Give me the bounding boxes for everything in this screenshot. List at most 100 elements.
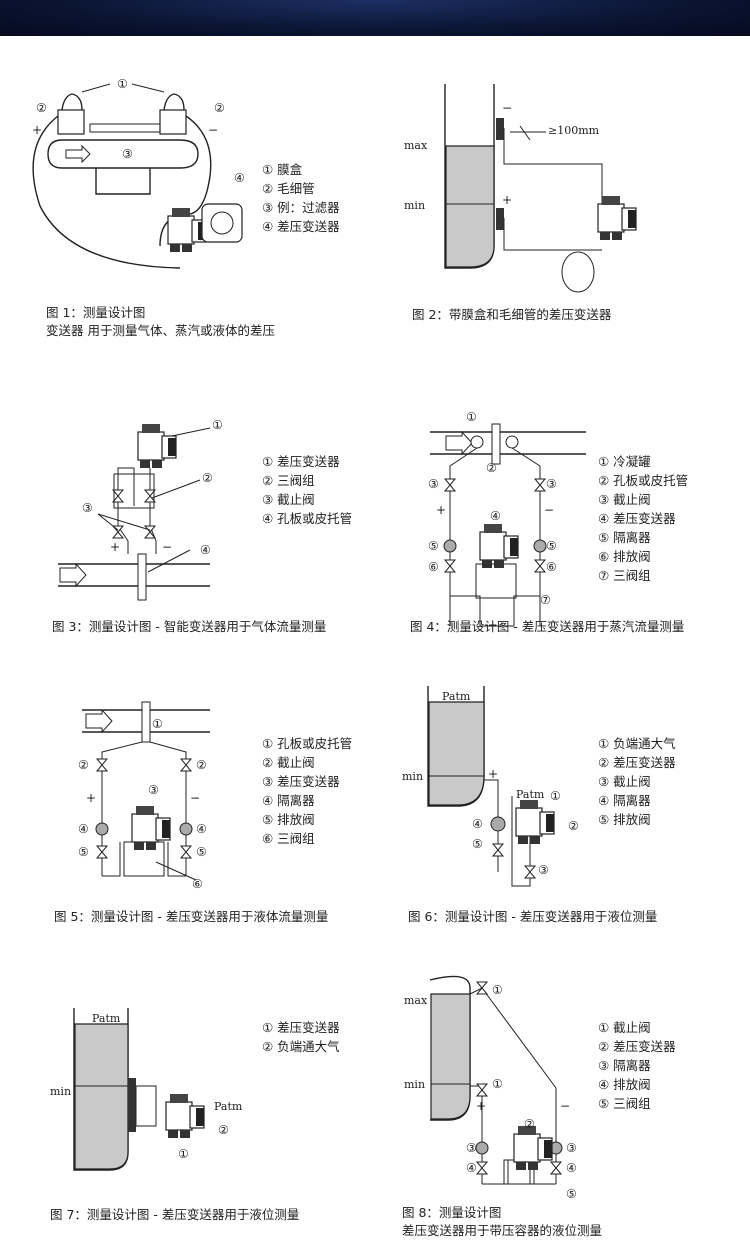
fig5-legend-item: ③ 差压变送器 bbox=[262, 774, 340, 789]
fig4-label-2: ② bbox=[486, 461, 497, 475]
fig7-legend: ① 差压变送器 ② 负端通大气 bbox=[262, 1018, 340, 1056]
fig4-minus: − bbox=[544, 503, 554, 517]
fig3-legend-item: ② 三阀组 bbox=[262, 473, 315, 488]
fig3-label-2: ② bbox=[202, 471, 213, 485]
fig8-label-2: ② bbox=[524, 1117, 535, 1131]
fig8-plus: + bbox=[476, 1099, 486, 1113]
fig6-caption-line: 图 6：测量设计图 - 差压变送器用于液位测量 bbox=[408, 909, 658, 924]
fig1-caption: 图 1：测量设计图 变送器 用于测量气体、蒸汽或液体的差压 bbox=[46, 304, 275, 340]
fig1-label-1: ① bbox=[117, 77, 128, 91]
fig4-label-5b: ⑤ bbox=[546, 539, 557, 553]
fig5-legend-item: ① 孔板或皮托管 bbox=[262, 736, 353, 751]
fig6-legend-item: ④ 隔离器 bbox=[598, 793, 651, 808]
fig5-caption: 图 5：测量设计图 - 差压变送器用于液体流量测量 bbox=[54, 908, 328, 926]
fig7-label-2: ② bbox=[218, 1123, 229, 1137]
fig2-caption: 图 2：带膜盒和毛细管的差压变送器 bbox=[412, 306, 611, 324]
fig2-caption-line: 图 2：带膜盒和毛细管的差压变送器 bbox=[412, 307, 612, 322]
fig7-legend-item: ② 负端通大气 bbox=[262, 1039, 340, 1054]
fig5-legend-item: ② 截止阀 bbox=[262, 755, 315, 770]
fig8-drawing bbox=[429, 975, 563, 1185]
fig2-plus: + bbox=[502, 193, 512, 207]
fig8-legend-item: ④ 排放阀 bbox=[598, 1077, 651, 1092]
fig6-label-3: ③ bbox=[538, 863, 549, 877]
fig4-label-4: ④ bbox=[490, 509, 501, 523]
fig4-drawing bbox=[430, 423, 586, 627]
fig4-legend-item: ④ 差压变送器 bbox=[598, 511, 676, 526]
fig3-label-3: ③ bbox=[82, 501, 93, 515]
fig5-drawing bbox=[82, 701, 210, 881]
fig7-caption: 图 7：测量设计图 - 差压变送器用于液位测量 bbox=[50, 1206, 299, 1224]
fig3-drawing bbox=[58, 423, 211, 601]
fig4-label-5a: ⑤ bbox=[428, 539, 439, 553]
fig8-legend-item: ③ 隔离器 bbox=[598, 1058, 651, 1073]
fig7-min-label: min bbox=[50, 1085, 71, 1098]
fig5-label-5a: ⑤ bbox=[78, 845, 89, 859]
fig5-label-4a: ④ bbox=[78, 822, 89, 836]
fig1-caption-line: 图 1：测量设计图 bbox=[46, 305, 146, 320]
fig8-max-label: max bbox=[404, 994, 428, 1007]
fig4-legend-item: ⑥ 排放阀 bbox=[598, 549, 651, 564]
fig3-legend-item: ③ 截止阀 bbox=[262, 492, 315, 507]
fig7-caption-line: 图 7：测量设计图 - 差压变送器用于液位测量 bbox=[50, 1207, 300, 1222]
fig4-label-6a: ⑥ bbox=[428, 560, 439, 574]
fig5-caption-line: 图 5：测量设计图 - 差压变送器用于液体流量测量 bbox=[54, 909, 329, 924]
fig1-label-2a: ② bbox=[36, 101, 47, 115]
fig3-legend-item: ④ 孔板或皮托管 bbox=[262, 511, 353, 526]
fig2-drawing bbox=[444, 84, 637, 293]
fig4-label-7: ⑦ bbox=[540, 593, 551, 607]
fig8-legend: ① 截止阀 ② 差压变送器 ③ 隔离器 ④ 排放阀 ⑤ 三阀组 bbox=[598, 1018, 676, 1113]
fig7-patm-xmtr: Patm bbox=[214, 1100, 243, 1113]
fig4-label-3a: ③ bbox=[428, 477, 439, 491]
fig8-legend-item: ⑤ 三阀组 bbox=[598, 1096, 651, 1111]
fig2-minus: − bbox=[502, 101, 512, 115]
fig6-legend-item: ③ 截止阀 bbox=[598, 774, 651, 789]
fig8-label-3a: ③ bbox=[466, 1141, 477, 1155]
fig3-plus: + bbox=[110, 540, 120, 554]
fig7-legend-item: ① 差压变送器 bbox=[262, 1020, 340, 1035]
fig4-legend-item: ③ 截止阀 bbox=[598, 492, 651, 507]
fig6-patm-xmtr: Patm bbox=[516, 788, 545, 801]
fig1-legend: ① 膜盒 ② 毛细管 ③ 例：过滤器 ④ 差压变送器 bbox=[262, 160, 340, 236]
fig6-patm-tank: Patm bbox=[442, 690, 471, 703]
fig5-legend-item: ⑤ 排放阀 bbox=[262, 812, 315, 827]
fig4-legend-item: ⑦ 三阀组 bbox=[598, 568, 651, 583]
fig1-plus: + bbox=[32, 123, 42, 137]
fig6-legend: ① 负端通大气 ② 差压变送器 ③ 截止阀 ④ 隔离器 ⑤ 排放阀 bbox=[598, 734, 676, 829]
fig5-label-4b: ④ bbox=[196, 822, 207, 836]
fig5-label-2b: ② bbox=[196, 758, 207, 772]
fig8-label-5: ⑤ bbox=[566, 1187, 577, 1201]
fig3-minus: − bbox=[162, 540, 172, 554]
fig1-label-4: ④ bbox=[234, 171, 245, 185]
fig1-label-3: ③ bbox=[122, 147, 133, 161]
fig5-label-2a: ② bbox=[78, 758, 89, 772]
fig1-legend-item: ① 膜盒 bbox=[262, 162, 303, 177]
fig2-min-label: min bbox=[404, 199, 425, 212]
fig8-caption-line: 图 8：测量设计图 bbox=[402, 1205, 502, 1220]
fig8-label-4a: ④ bbox=[466, 1161, 477, 1175]
fig4-label-1: ① bbox=[466, 410, 477, 424]
fig5-plus: + bbox=[86, 791, 96, 805]
fig5-legend: ① 孔板或皮托管 ② 截止阀 ③ 差压变送器 ④ 隔离器 ⑤ 排放阀 ⑥ 三阀组 bbox=[262, 734, 352, 848]
fig8-label-3b: ③ bbox=[566, 1141, 577, 1155]
fig4-legend: ① 冷凝罐 ② 孔板或皮托管 ③ 截止阀 ④ 差压变送器 ⑤ 隔离器 ⑥ 排放阀… bbox=[598, 452, 688, 585]
diagram-sheet: ① ② ② ③ ④ + − max min ≥100mm − + bbox=[0, 36, 750, 1253]
fig7-patm-tank: Patm bbox=[92, 1012, 121, 1025]
header-banner bbox=[0, 0, 750, 36]
fig4-legend-item: ⑤ 隔离器 bbox=[598, 530, 651, 545]
fig8-label-4b: ④ bbox=[566, 1161, 577, 1175]
fig6-caption: 图 6：测量设计图 - 差压变送器用于液位测量 bbox=[408, 908, 657, 926]
fig3-legend: ① 差压变送器 ② 三阀组 ③ 截止阀 ④ 孔板或皮托管 bbox=[262, 452, 352, 528]
fig5-label-1: ① bbox=[152, 717, 163, 731]
fig5-label-6: ⑥ bbox=[192, 877, 203, 891]
fig8-label-1a: ① bbox=[492, 983, 503, 997]
fig6-label-4: ④ bbox=[472, 817, 483, 831]
fig3-legend-item: ① 差压变送器 bbox=[262, 454, 340, 469]
fig6-label-1: ① bbox=[550, 789, 561, 803]
fig3-label-1: ① bbox=[212, 418, 223, 432]
fig1-legend-item: ③ 例：过滤器 bbox=[262, 200, 340, 215]
fig6-drawing bbox=[427, 686, 555, 887]
fig5-label-5b: ⑤ bbox=[196, 845, 207, 859]
fig8-legend-item: ① 截止阀 bbox=[598, 1020, 651, 1035]
fig8-caption: 图 8：测量设计图 差压变送器用于带压容器的液位测量 bbox=[402, 1204, 602, 1240]
fig2-distance-label: ≥100mm bbox=[548, 124, 600, 137]
